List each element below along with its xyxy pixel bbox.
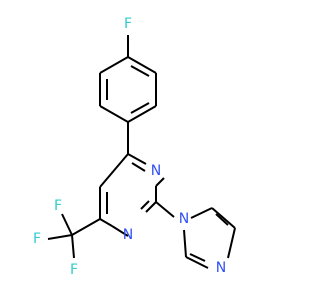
pyrimidine-ring (99, 153, 165, 237)
bond-pyr-n3-c2 (155, 177, 165, 187)
atom-cf3-f-top: F (54, 198, 62, 214)
molecule-structure-diagram: F N N N N F F F (32, 16, 236, 278)
atom-n-pyrimidine-1: N (123, 227, 133, 243)
trifluoromethyl-group (47, 213, 101, 259)
atom-fluorine-para: F (124, 16, 132, 32)
bond-pyrimidine-imidazole (155, 201, 175, 218)
bond-pyr-double-2 (140, 200, 150, 210)
molecule-drawing: F N N N N F F F (33, 16, 236, 278)
bond-imid-n3-c2 (185, 256, 209, 269)
bond-phenyl-3 (127, 105, 157, 123)
fluorophenyl-ring (99, 35, 157, 123)
bond-cf3-f-top (61, 213, 73, 236)
atom-cf3-f-left: F (33, 231, 41, 247)
bond-phenyl-double-2 (130, 102, 150, 114)
atom-n-pyrimidine-3: N (151, 163, 161, 179)
bond-phenyl-4 (99, 105, 129, 123)
bond-pyr-c2-n1 (145, 201, 157, 213)
bond-imid-n1-c5 (190, 207, 213, 219)
bond-imid-double-1 (215, 213, 229, 226)
imidazole-ring (183, 207, 236, 269)
bond-imid-c4-n3 (227, 227, 236, 259)
bond-pyr-c5-c4 (99, 153, 129, 188)
bond-pyr-c4-n3 (127, 153, 147, 165)
bond-phenyl-1 (127, 56, 157, 74)
bond-pyr-n1-c6 (99, 218, 113, 227)
bond-phenyl-double-1 (130, 65, 150, 77)
bond-cf3-f-left (47, 234, 73, 240)
bond-imid-double-2 (189, 253, 206, 262)
bond-pyr-double-1 (131, 162, 146, 172)
atom-n-imidazole-1: N (179, 211, 189, 227)
bond-pyr-n1-to-c6-connector (111, 225, 129, 237)
bond-imid-c2-n1 (183, 229, 187, 258)
bond-imid-c5-c4 (211, 207, 236, 229)
bond-cf3-f-bottom (71, 234, 75, 259)
bond-c6-cf3 (71, 218, 101, 236)
bond-phenyl-6 (99, 56, 129, 74)
atom-cf3-f-bottom: F (70, 262, 78, 278)
atom-n-imidazole-3: N (216, 260, 226, 276)
